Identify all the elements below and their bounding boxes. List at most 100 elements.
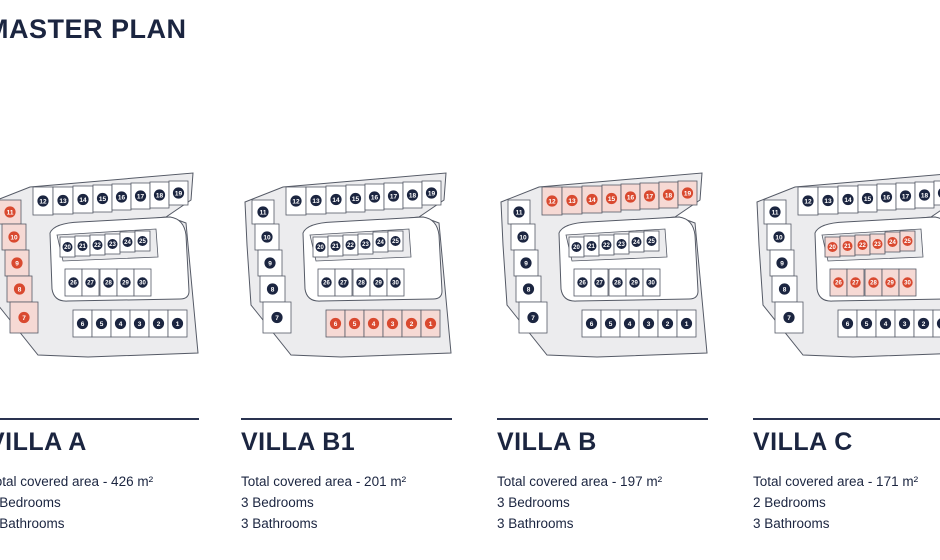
divider bbox=[497, 418, 708, 420]
villa-c-panel: 1213141516171819111098765432120212223242… bbox=[753, 165, 940, 555]
plot-marker bbox=[841, 317, 854, 330]
plot-marker bbox=[594, 277, 605, 288]
plot-number: 30 bbox=[139, 281, 146, 287]
plot-marker bbox=[902, 277, 913, 288]
plot-marker bbox=[338, 277, 349, 288]
plot-marker bbox=[917, 317, 930, 330]
plot-marker bbox=[329, 317, 342, 330]
divider bbox=[241, 418, 452, 420]
bedrooms: 3 Bedrooms bbox=[497, 495, 570, 510]
plot-marker bbox=[902, 236, 913, 246]
plot-marker bbox=[360, 239, 371, 249]
plot-number: 17 bbox=[390, 193, 398, 200]
plot-number: 3 bbox=[903, 321, 907, 328]
plot-marker bbox=[513, 206, 525, 218]
plot-marker bbox=[517, 231, 529, 243]
plot-number: 26 bbox=[579, 281, 586, 287]
plot-marker bbox=[680, 317, 693, 330]
plot-number: 9 bbox=[268, 260, 272, 267]
plot-number: 16 bbox=[118, 194, 126, 201]
plot-marker bbox=[662, 189, 675, 201]
plot-marker bbox=[769, 206, 781, 218]
plot-marker bbox=[4, 206, 16, 218]
plot-marker bbox=[872, 239, 883, 249]
plot-marker bbox=[899, 190, 912, 202]
plot-number: 1 bbox=[176, 321, 180, 328]
bedrooms: 3 Bedrooms bbox=[241, 495, 314, 510]
plot-number: 19 bbox=[684, 190, 692, 197]
plot-number: 4 bbox=[884, 321, 888, 328]
plot-number: 3 bbox=[391, 321, 395, 328]
plot-marker bbox=[776, 257, 788, 269]
plot-marker bbox=[522, 283, 535, 295]
plot-9 bbox=[513, 249, 539, 277]
plot-marker bbox=[577, 277, 588, 288]
plot-number: 13 bbox=[59, 198, 67, 205]
plot-marker bbox=[885, 277, 896, 288]
plot-marker bbox=[261, 231, 273, 243]
plot-number: 15 bbox=[608, 196, 616, 203]
plot-number: 21 bbox=[332, 244, 339, 250]
plot-marker bbox=[367, 317, 380, 330]
plot-marker bbox=[114, 317, 127, 330]
plot-number: 27 bbox=[852, 281, 859, 287]
plot-number: 14 bbox=[844, 197, 852, 204]
plot-marker bbox=[527, 311, 539, 324]
divider bbox=[753, 418, 940, 420]
plot-number: 9 bbox=[524, 260, 528, 267]
plot-number: 29 bbox=[375, 281, 382, 287]
plot-number: 6 bbox=[334, 321, 338, 328]
plot-number: 11 bbox=[772, 209, 779, 216]
plot-marker bbox=[103, 277, 114, 288]
plot-number: 27 bbox=[340, 281, 347, 287]
plot-number: 23 bbox=[618, 242, 625, 248]
plot-number: 3 bbox=[647, 321, 651, 328]
plot-number: 17 bbox=[137, 193, 145, 200]
plot-number: 29 bbox=[887, 281, 894, 287]
plot-marker bbox=[76, 317, 89, 330]
plot-number: 2 bbox=[922, 321, 926, 328]
plot-number: 27 bbox=[596, 281, 603, 287]
plot-number: 5 bbox=[100, 321, 104, 328]
plot-number: 15 bbox=[99, 196, 107, 203]
plot-marker bbox=[887, 237, 898, 247]
plot-number: 2 bbox=[157, 321, 161, 328]
plot-marker bbox=[330, 193, 342, 206]
plot-marker bbox=[264, 257, 276, 269]
plot-marker bbox=[520, 257, 532, 269]
plot-number: 20 bbox=[573, 245, 580, 251]
total-covered-area: Total covered area - 426 m² bbox=[0, 474, 154, 489]
plot-marker bbox=[681, 187, 694, 199]
plot-number: 28 bbox=[105, 281, 112, 287]
plot-marker bbox=[631, 237, 642, 247]
plot-marker bbox=[368, 191, 381, 203]
plot-number: 6 bbox=[81, 321, 85, 328]
plot-marker bbox=[13, 283, 26, 295]
plot-marker bbox=[153, 189, 166, 201]
plot-marker bbox=[348, 317, 361, 330]
plot-number: 30 bbox=[392, 281, 399, 287]
plot-marker bbox=[827, 242, 838, 252]
plot-number: 12 bbox=[39, 198, 47, 205]
plot-number: 18 bbox=[665, 192, 673, 199]
plot-number: 13 bbox=[568, 198, 576, 205]
plot-number: 24 bbox=[889, 240, 896, 246]
plot-number: 23 bbox=[874, 242, 881, 248]
plot-number: 1 bbox=[685, 321, 689, 328]
plot-marker bbox=[96, 192, 109, 205]
plot-number: 10 bbox=[519, 234, 527, 241]
site-plan-villa-c: 1213141516171819111098765432120212223242… bbox=[756, 174, 940, 358]
plot-marker bbox=[424, 317, 437, 330]
plot-number: 28 bbox=[614, 281, 621, 287]
plot-number: 19 bbox=[428, 190, 436, 197]
plot-marker bbox=[586, 193, 598, 206]
plot-number: 9 bbox=[15, 260, 19, 267]
plot-marker bbox=[375, 237, 386, 247]
plot-number: 27 bbox=[87, 281, 94, 287]
plot-number: 11 bbox=[7, 209, 14, 216]
plot-marker bbox=[137, 277, 148, 288]
